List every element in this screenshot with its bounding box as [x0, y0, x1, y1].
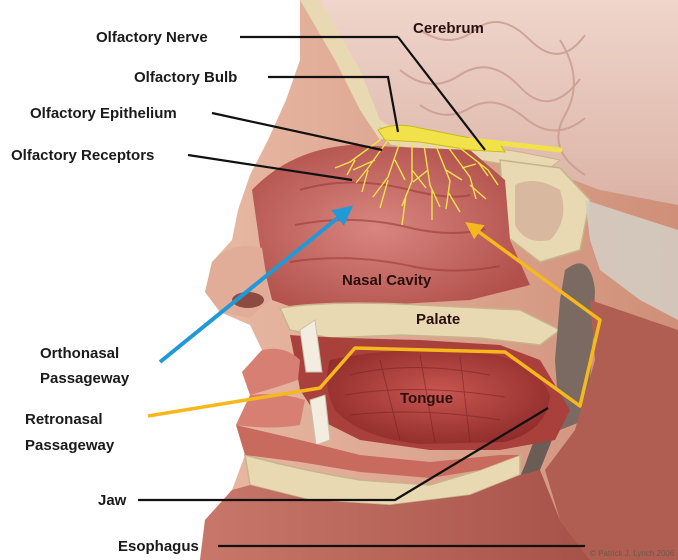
label-retronasal-line1: Retronasal: [25, 411, 103, 428]
label-tongue: Tongue: [400, 390, 453, 407]
label-esophagus: Esophagus: [118, 538, 199, 555]
label-olfactory-receptors: Olfactory Receptors: [11, 147, 154, 164]
label-palate: Palate: [416, 311, 460, 328]
label-orthonasal-line1: Orthonasal: [40, 345, 119, 362]
copyright-credit: © Patrick J. Lynch 2006: [590, 549, 675, 558]
label-nasal-cavity: Nasal Cavity: [342, 272, 432, 289]
label-cerebrum: Cerebrum: [413, 20, 484, 37]
label-olfactory-epithelium: Olfactory Epithelium: [30, 105, 177, 122]
label-olfactory-bulb: Olfactory Bulb: [134, 69, 237, 86]
label-jaw: Jaw: [98, 492, 127, 509]
sphenoid-sinus: [515, 181, 563, 241]
label-olfactory-nerve: Olfactory Nerve: [96, 29, 208, 46]
label-retronasal-line2: Passageway: [25, 437, 115, 454]
label-orthonasal-line2: Passageway: [40, 370, 130, 387]
